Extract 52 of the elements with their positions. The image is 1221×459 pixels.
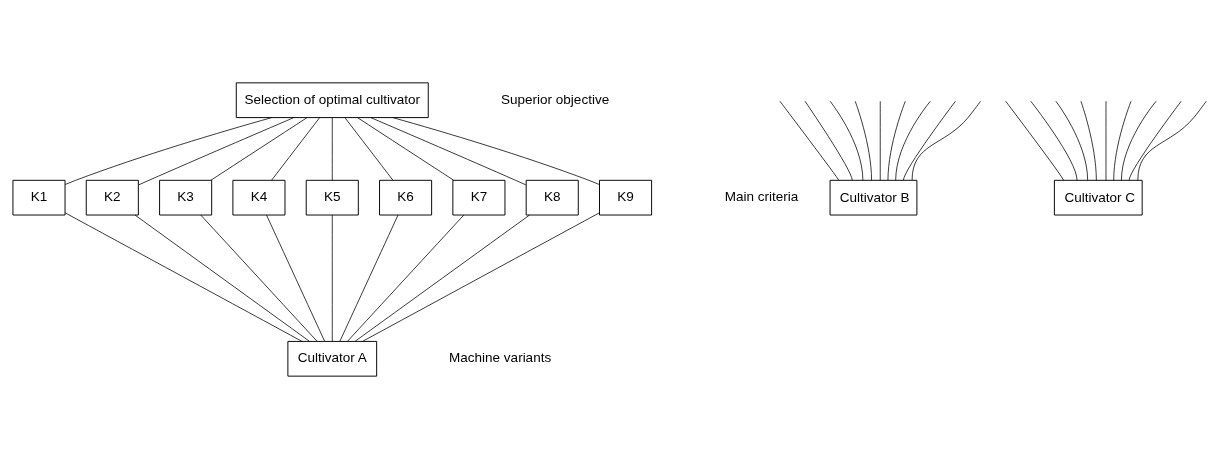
connector	[347, 214, 465, 342]
connector	[344, 117, 394, 181]
node-box: K8	[525, 179, 579, 216]
connector	[1105, 100, 1107, 181]
connector	[879, 100, 881, 181]
connector	[64, 212, 303, 342]
node-box: K4	[232, 179, 286, 216]
connector	[1080, 100, 1097, 181]
connector	[1113, 100, 1132, 181]
connector	[911, 100, 981, 181]
connector	[339, 214, 399, 342]
label: Superior objective	[501, 91, 610, 107]
connector	[200, 214, 318, 342]
connector	[1128, 100, 1182, 181]
connector	[829, 100, 864, 181]
connector	[370, 117, 527, 186]
label: Machine variants	[449, 350, 552, 366]
connector	[362, 212, 600, 342]
connector	[331, 117, 333, 181]
connector	[354, 214, 530, 342]
node-box: K6	[379, 179, 433, 216]
connector	[392, 117, 600, 185]
node-box: K2	[85, 179, 139, 216]
connector	[266, 214, 325, 342]
node-box: Cultivator B	[829, 179, 918, 216]
node-box: K1	[12, 179, 66, 216]
connector	[271, 117, 320, 181]
connector	[1005, 100, 1064, 181]
node-box: K7	[452, 179, 506, 216]
connector	[64, 117, 273, 185]
connector	[903, 100, 956, 181]
label: Main criteria	[724, 189, 799, 205]
connector	[854, 100, 872, 181]
connector	[210, 117, 308, 181]
connector	[779, 100, 840, 181]
connector	[887, 100, 906, 181]
node-box: K5	[305, 179, 359, 216]
node-box: K9	[599, 179, 653, 216]
connector	[331, 214, 333, 342]
connector	[1030, 100, 1078, 181]
node-box: K3	[159, 179, 213, 216]
connector	[134, 214, 310, 342]
connector	[895, 100, 931, 181]
connector	[1055, 100, 1089, 181]
connector	[804, 100, 853, 181]
node-box: Cultivator C	[1053, 179, 1143, 216]
node-box: Selection of optimal cultivator	[235, 82, 429, 119]
connector	[1137, 100, 1207, 181]
connector	[1121, 100, 1157, 181]
connector	[138, 117, 294, 186]
connector	[357, 117, 454, 181]
node-box: Cultivator A	[287, 340, 378, 377]
